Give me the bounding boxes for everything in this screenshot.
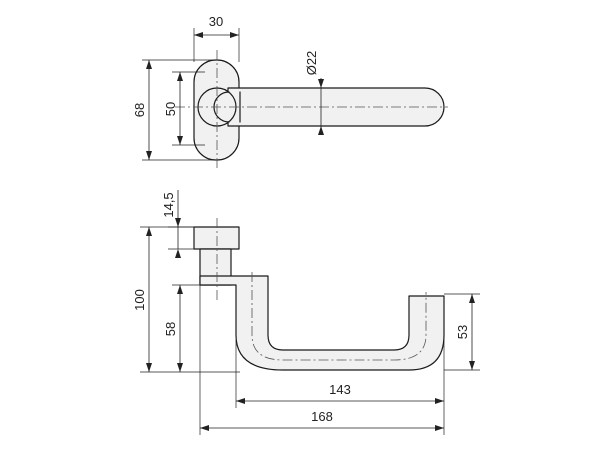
dimension-total-length: 168 [199, 285, 445, 435]
dimension-rose-width: 30 [193, 14, 240, 62]
lever-handle-side [199, 275, 445, 371]
side-view [193, 218, 445, 371]
dimension-label-grip-height: 53 [455, 325, 470, 339]
dimension-grip-length: 143 [235, 340, 445, 408]
dimension-rose-height-outer: 68 [132, 59, 214, 161]
dimension-label-rose-width: 30 [209, 14, 223, 29]
dimension-label-overall-height: 100 [132, 289, 147, 311]
rose-plate-side [193, 226, 240, 250]
center-line-handle [251, 272, 427, 361]
dimension-label-lever-drop: 58 [163, 322, 178, 336]
dimension-label-total-length: 168 [311, 409, 333, 424]
dimension-lever-diameter: Ø22 [304, 51, 324, 135]
dimension-rose-height-inner: 50 [163, 71, 205, 146]
top-view [175, 50, 448, 170]
lever-arm-top [227, 87, 445, 127]
dimension-label-grip-length: 143 [329, 382, 351, 397]
dimension-lever-drop: 58 [163, 284, 202, 372]
dimension-grip-height: 53 [444, 293, 480, 371]
dimension-overall-height: 100 [132, 226, 240, 373]
dimension-label-lever-diameter: Ø22 [304, 51, 319, 76]
dimension-label-rose-height-outer: 68 [132, 103, 147, 117]
dimension-label-rose-height-inner: 50 [163, 102, 178, 116]
dimension-label-rose-thickness: 14,5 [161, 192, 176, 217]
